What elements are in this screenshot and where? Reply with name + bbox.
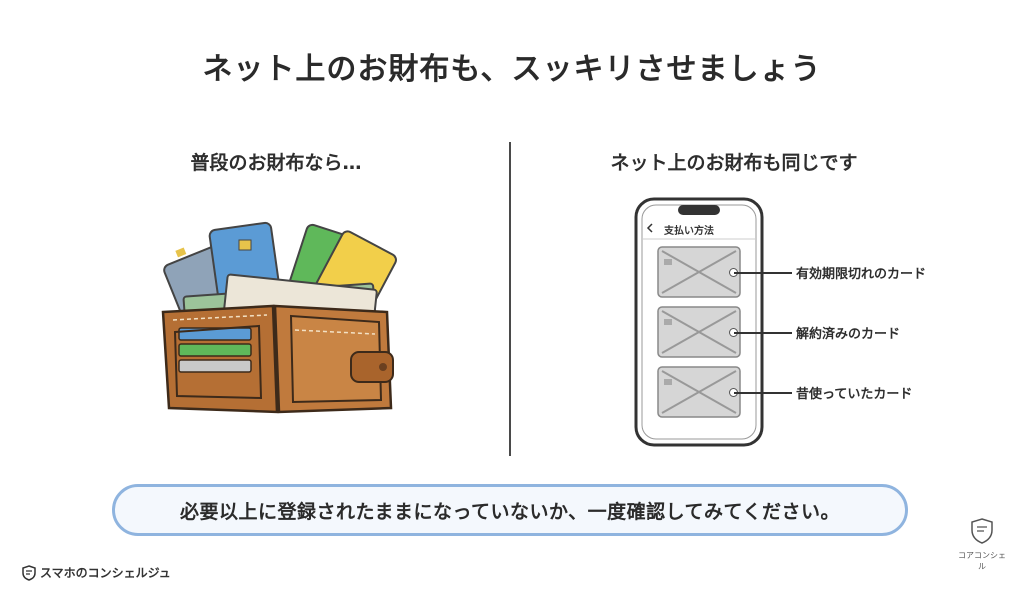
wallet-illustration <box>161 221 397 414</box>
leader-line <box>734 332 792 334</box>
saved-card-1 <box>657 246 741 298</box>
phone-screen-title: 支払い方法 <box>664 226 714 237</box>
corner-shield-icon <box>971 518 993 544</box>
corner-logo-text: コアコンシェル <box>958 551 1006 571</box>
leader-line <box>734 272 792 274</box>
chevron-left-icon <box>646 223 653 233</box>
center-divider <box>509 142 511 456</box>
card-label-cancelled: 解約済みのカード <box>796 327 901 342</box>
wallet-body <box>161 304 394 414</box>
saved-card-3 <box>657 366 741 418</box>
smartphone-illustration <box>634 197 764 447</box>
shield-logo-icon <box>22 564 36 581</box>
corner-logo: コアコンシェル <box>958 518 1006 572</box>
message-text: 必要以上に登録されたままになっていないか、一度確認してみてください。 <box>180 500 840 523</box>
footer-brand-text: スマホのコンシェルジュ <box>40 566 171 580</box>
footer-brand: スマホのコンシェルジュ <box>22 564 171 581</box>
message-banner: 必要以上に登録されたままになっていないか、一度確認してみてください。 <box>112 484 908 536</box>
leader-line <box>734 392 792 394</box>
right-section-heading: ネット上のお財布も同じです <box>610 152 858 174</box>
page-title: ネット上のお財布も、スッキリさせましょう <box>202 52 822 87</box>
card-label-expired: 有効期限切れのカード <box>796 267 927 282</box>
left-section-heading: 普段のお財布なら… <box>190 152 362 174</box>
card-label-old: 昔使っていたカード <box>796 387 913 402</box>
saved-card-2 <box>657 306 741 358</box>
